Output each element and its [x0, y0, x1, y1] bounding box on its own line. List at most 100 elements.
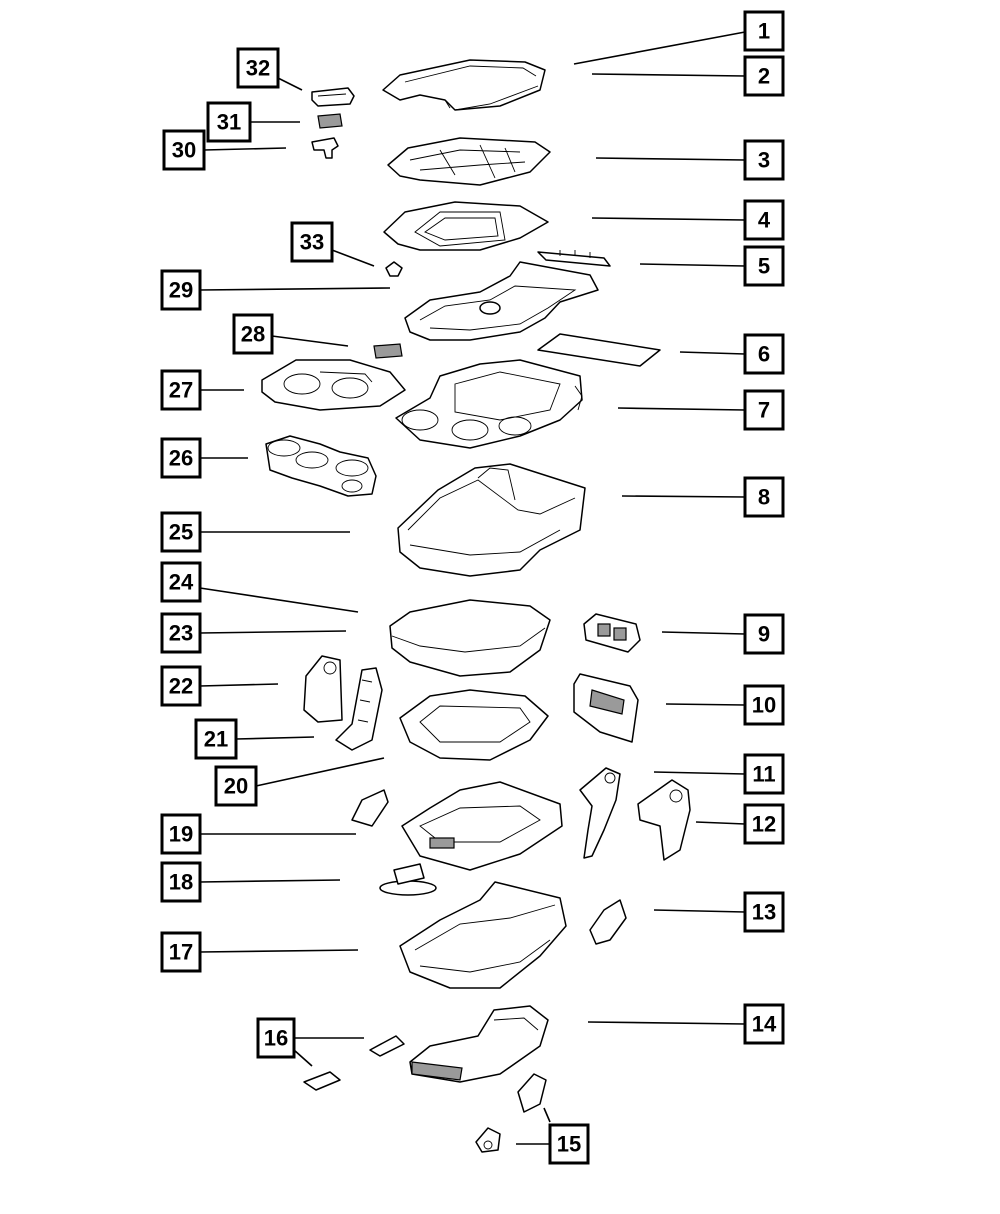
callout-31: 31 [206, 101, 252, 143]
part-frame-gasket [383, 201, 549, 251]
callout-3: 3 [743, 139, 785, 181]
callout-23: 23 [160, 612, 202, 654]
part-outer-shell [397, 463, 586, 577]
part-cupholder-bezel [261, 359, 406, 411]
callout-19: 19 [160, 813, 202, 855]
svg-text:14: 14 [752, 1012, 777, 1037]
part-mat-pad [537, 333, 661, 367]
svg-text:12: 12 [752, 812, 776, 837]
callout-4: 4 [743, 199, 785, 241]
part-clip [311, 137, 339, 159]
callout-13: 13 [743, 891, 785, 933]
callout-18: 18 [160, 861, 202, 903]
callout-2: 2 [743, 55, 785, 97]
part-push-clip [385, 261, 403, 277]
svg-text:19: 19 [169, 822, 193, 847]
part-small-block [317, 113, 343, 129]
svg-text:22: 22 [169, 674, 193, 699]
svg-text:11: 11 [752, 762, 775, 787]
callout-32: 32 [236, 47, 280, 89]
part-duct-mount-upper [517, 1073, 547, 1113]
part-seat-cushion-top [389, 599, 551, 677]
part-lower-shell [399, 881, 567, 989]
svg-text:31: 31 [217, 110, 241, 135]
part-latch [311, 87, 355, 107]
svg-text:32: 32 [246, 56, 270, 81]
part-hinge-bracket [537, 250, 611, 267]
callout-16: 16 [256, 1017, 296, 1059]
svg-text:1: 1 [758, 19, 770, 44]
part-plug [373, 343, 403, 359]
svg-text:33: 33 [300, 230, 324, 255]
part-switch-bezel [379, 863, 437, 896]
callout-25: 25 [160, 511, 202, 553]
callout-27: 27 [160, 369, 202, 411]
callout-30: 30 [162, 129, 206, 171]
svg-text:24: 24 [169, 570, 194, 595]
svg-text:16: 16 [264, 1026, 288, 1051]
part-storage-tray [399, 689, 549, 761]
svg-text:27: 27 [169, 378, 193, 403]
part-support-frame [404, 261, 599, 341]
svg-text:3: 3 [758, 148, 770, 173]
part-rear-bracket [589, 899, 627, 945]
callout-22: 22 [160, 665, 202, 707]
part-console-bin [395, 359, 583, 449]
callout-12: 12 [743, 803, 785, 845]
part-duct-bracket-lower [303, 1071, 341, 1091]
svg-text:8: 8 [758, 485, 770, 510]
part-duct-mount-lower [475, 1127, 501, 1153]
callout-9: 9 [743, 613, 785, 655]
callout-10: 10 [743, 684, 785, 726]
callout-33: 33 [290, 221, 334, 263]
svg-text:23: 23 [169, 621, 193, 646]
part-duct-bracket-upper [369, 1035, 405, 1057]
leader-lines [199, 31, 746, 1145]
part-air-vent [583, 613, 641, 653]
callout-21: 21 [194, 718, 238, 760]
part-lid-top [382, 59, 546, 111]
callout-5: 5 [743, 245, 785, 287]
callout-28: 28 [232, 313, 274, 355]
svg-text:7: 7 [758, 398, 770, 423]
part-rear-bezel [573, 673, 639, 743]
svg-text:13: 13 [752, 900, 776, 925]
svg-text:17: 17 [169, 940, 193, 965]
svg-text:5: 5 [758, 254, 770, 279]
svg-text:15: 15 [557, 1132, 581, 1157]
svg-text:21: 21 [204, 727, 228, 752]
svg-text:30: 30 [172, 138, 196, 163]
part-hinge-cover [637, 779, 691, 861]
svg-text:29: 29 [169, 278, 193, 303]
callout-6: 6 [743, 333, 785, 375]
callout-7: 7 [743, 389, 785, 431]
callout-29: 29 [160, 269, 202, 311]
part-cupholder-insert [265, 435, 377, 497]
callout-17: 17 [160, 931, 202, 973]
callout-20: 20 [214, 765, 258, 807]
svg-text:26: 26 [169, 446, 193, 471]
part-hinge-arm [579, 767, 621, 859]
svg-text:2: 2 [758, 64, 770, 89]
callout-24: 24 [160, 561, 202, 603]
part-air-duct [409, 1005, 549, 1083]
part-base-tray [401, 781, 563, 871]
part-rail-bracket [335, 667, 383, 751]
part-inner-plate [387, 137, 551, 186]
svg-text:20: 20 [224, 774, 248, 799]
callout-1: 1 [743, 10, 785, 52]
callout-8: 8 [743, 476, 785, 518]
svg-text:10: 10 [752, 693, 776, 718]
part-mount-bracket-left [351, 789, 389, 827]
svg-text:9: 9 [758, 622, 770, 647]
callout-15: 15 [548, 1123, 590, 1165]
callout-14: 14 [743, 1003, 785, 1045]
svg-text:4: 4 [758, 208, 771, 233]
svg-text:25: 25 [169, 520, 193, 545]
svg-text:18: 18 [169, 870, 193, 895]
svg-text:6: 6 [758, 342, 770, 367]
callout-11: 11 [743, 753, 785, 795]
svg-text:28: 28 [241, 322, 265, 347]
callout-26: 26 [160, 437, 202, 479]
